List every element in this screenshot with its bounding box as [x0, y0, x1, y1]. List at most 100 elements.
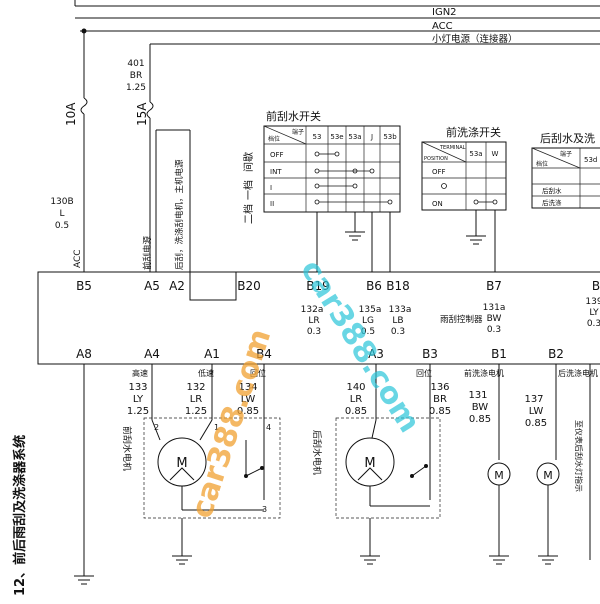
w132-label: 低速 [198, 368, 214, 378]
front-motor-terminal-2: 2 [154, 423, 159, 432]
pin-b3: B3 [422, 347, 438, 361]
front-motor-terminal-1: 1 [214, 423, 219, 432]
fws-side-int: 间歇 [242, 152, 255, 172]
w131-color: BW [472, 402, 489, 413]
w137-id: 137 [524, 394, 543, 405]
rear-wiper-motor-box [335, 417, 441, 519]
w133-color: LY [133, 394, 144, 405]
pin-a1: A1 [204, 347, 220, 361]
w135a-gauge: 0.5 [361, 327, 375, 337]
rear-wiper-switch: 后刮水及洗 档位 端子 53d 后刮水 后洗涤 [531, 131, 600, 209]
wire-130b-color: L [59, 209, 64, 219]
rear-motor-m-label: M [364, 456, 375, 471]
w140-gauge: 0.85 [345, 406, 367, 417]
w132-gauge: 1.25 [185, 406, 207, 417]
w134-label: 回位 [250, 368, 266, 378]
w131a-gauge: 0.3 [487, 325, 501, 335]
rail-ign2: IGN2 [432, 7, 457, 18]
w140-color: LR [350, 394, 363, 405]
front-motor-terminal-4: 4 [266, 423, 271, 432]
w131-label: 前洗涤电机 [464, 368, 504, 378]
w132a-id: 132a [301, 305, 324, 315]
rear-switch-title: 后刮水及洗 [540, 131, 595, 145]
fws-col-j: J [370, 133, 373, 141]
fuse-feeds: 10A 15A 401 BR 1.25 130B L 0.5 ACC 前刮电源 … [50, 31, 190, 270]
rs-header-right: 端子 [560, 150, 572, 158]
front-wiper-switch: 前刮水开关 档位 端子 53 53e 53a J 53b OFF INT I I… [242, 109, 401, 248]
fws-header-left: 档位 [268, 135, 280, 143]
controller-label: 雨刮控制器 [440, 314, 483, 325]
front-motor-m-label: M [176, 456, 187, 471]
front-motor-terminal-3: 3 [262, 505, 267, 514]
w136-color: BR [433, 394, 447, 405]
front-wiper-motor-box [143, 417, 281, 519]
front-washer-switch: 前洗涤开关 POSITION TERMINAL 53a W OFF ON [421, 125, 507, 248]
lower-wiring: 高速 133 LY 1.25 低速 132 LR 1.25 回位 134 LW … [74, 364, 598, 585]
rear-wiper-motor-label: 后刮水电机 [311, 430, 323, 475]
small-lamp-power-label: 后刮，洗涤刮电机，主机电源 [174, 159, 185, 270]
w133a-gauge: 0.3 [391, 327, 405, 337]
page-title: 12、前后雨刮及洗涤器系统 [12, 435, 28, 596]
w136-gauge: 0.85 [429, 406, 451, 417]
fuse-10a: 10A [64, 102, 78, 126]
pin-b20: B20 [237, 279, 261, 293]
w139-color: LY [589, 308, 599, 318]
w136-id: 136 [430, 382, 449, 393]
pin-a8: A8 [76, 347, 92, 361]
w132-color: LR [190, 394, 203, 405]
w137-color: LW [529, 406, 544, 417]
fws-row-ii: II [270, 200, 274, 208]
wire-401-gauge: 1.25 [126, 83, 146, 93]
w133a-id: 133a [389, 305, 412, 315]
w139-gauge: 0.3 [587, 319, 600, 329]
w133-gauge: 1.25 [127, 406, 149, 417]
fws-side-2: 二档 [242, 204, 255, 224]
pin-b5: B5 [76, 279, 92, 293]
fwash-row-off: OFF [432, 168, 446, 176]
w131a-color: BW [487, 314, 502, 324]
rs-header-left: 档位 [536, 160, 548, 168]
pin-b-edge: B [592, 279, 600, 293]
pin-b7: B7 [486, 279, 502, 293]
pin-a3: A3 [368, 347, 384, 361]
fws-row-int: INT [270, 168, 282, 176]
power-rails: IGN2 ACC 小灯电源（连接器） [74, 0, 600, 45]
w133-id: 133 [128, 382, 147, 393]
fwash-row-on: ON [432, 200, 443, 208]
rs-col-53d: 53d [584, 156, 597, 164]
w137-gauge: 0.85 [525, 418, 547, 429]
pin-b19: B19 [306, 279, 330, 293]
rs-row-rear-wiper: 后刮水 [542, 186, 562, 195]
fws-col-53a: 53a [348, 133, 361, 141]
w135a-id: 135a [359, 305, 382, 315]
front-wiper-power-label: 前刮电源 [142, 235, 153, 270]
pin-b1: B1 [491, 347, 507, 361]
fws-header-right: 端子 [292, 128, 304, 136]
w140-id: 140 [346, 382, 365, 393]
w131-gauge: 0.85 [469, 414, 491, 425]
wiper-controller: B5 A5 A2 B20 B19 B6 B18 B7 B 132a LR 0.3… [37, 130, 600, 365]
fws-col-53e: 53e [330, 133, 343, 141]
rail-acc: ACC [432, 21, 453, 32]
rear-washer-motor-label: 后洗涤电机 [558, 368, 598, 378]
fwash-header-right: TERMINAL [439, 145, 466, 151]
pin-b2: B2 [548, 347, 564, 361]
wire-130b-id: 130B [50, 197, 73, 207]
rail-small-lamp: 小灯电源（连接器） [432, 33, 518, 45]
front-wiper-switch-title: 前刮水开关 [266, 109, 321, 123]
w134-gauge: 0.85 [237, 406, 259, 417]
w136-label: 回位 [416, 368, 432, 378]
front-wiper-motor-label: 前刮水电机 [121, 426, 133, 471]
rs-row-rear-washer: 后洗涤 [542, 198, 562, 207]
wire-401-color: BR [130, 71, 142, 81]
fws-col-53b: 53b [383, 133, 397, 141]
wire-401-id: 401 [127, 59, 144, 69]
w131a-id: 131a [483, 303, 506, 313]
w132-id: 132 [186, 382, 205, 393]
fws-side-1: 一档 [242, 180, 255, 200]
fwash-header-left: POSITION [424, 156, 448, 162]
front-washer-motor-m: M [494, 469, 504, 482]
w133a-color: LB [392, 316, 403, 326]
fws-row-i: I [270, 184, 272, 192]
